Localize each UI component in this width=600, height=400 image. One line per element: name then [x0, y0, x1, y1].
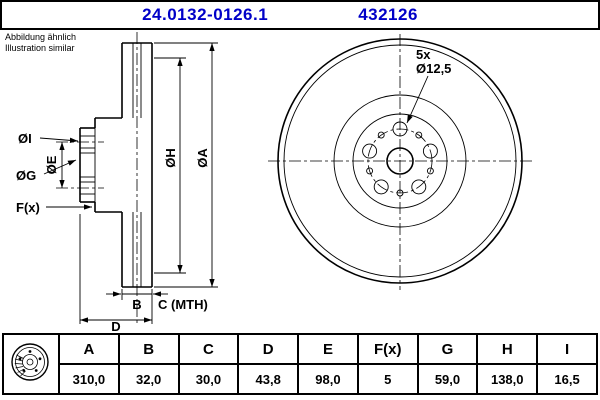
- similarity-note-de: Abbildung ähnlich: [5, 32, 77, 42]
- vent-and-hub-lines: [80, 43, 142, 287]
- col-header-h: H: [476, 333, 539, 365]
- value-a: 310,0: [58, 363, 120, 395]
- part-number: 24.0132-0126.1: [142, 5, 269, 24]
- label-dia-h: ØH: [163, 148, 178, 168]
- label-dia-e: ØE: [44, 155, 59, 174]
- value-c: 30,0: [177, 363, 240, 395]
- reference-number: 432126: [358, 5, 418, 24]
- value-d: 43,8: [237, 363, 300, 395]
- drawing-area: ØI ØG ØE F(x) ØH ØA B C (MTH) D: [0, 28, 600, 334]
- col-header-c: C: [177, 333, 240, 365]
- col-header-a: A: [58, 333, 120, 365]
- value-b: 32,0: [117, 363, 180, 395]
- label-dia-g: ØG: [16, 168, 36, 183]
- title-bar: 24.0132-0126.1 432126: [0, 0, 600, 30]
- disc-icon-cell: [2, 333, 60, 395]
- cross-section-view: [79, 42, 153, 288]
- col-header-d: D: [237, 333, 300, 365]
- value-e: 98,0: [297, 363, 359, 395]
- centerlines: [56, 32, 532, 326]
- col-header-g: G: [416, 333, 479, 365]
- similarity-note: Abbildung ähnlich Illustration similar: [5, 32, 76, 54]
- section-dimensions: ØI ØG ØE F(x) ØH ØA B C (MTH) D: [16, 42, 218, 334]
- front-view: 5x Ø12,5: [277, 38, 523, 284]
- brake-disc-drawing: ØI ØG ØE F(x) ØH ØA B C (MTH) D: [16, 32, 532, 334]
- col-header-i: I: [536, 333, 598, 365]
- value-h: 138,0: [476, 363, 539, 395]
- col-header-b: B: [117, 333, 180, 365]
- col-header-e: E: [297, 333, 359, 365]
- table-value-row: 310,0 32,0 30,0 43,8 98,0 5 59,0 138,0 1…: [3, 363, 598, 395]
- label-holes-dia: Ø12,5: [416, 61, 451, 76]
- label-dim-b: B: [132, 297, 141, 312]
- dimension-table: A B C D E F(x) G H I 310,0 32,0 30,0 43,…: [2, 333, 598, 395]
- similarity-note-en: Illustration similar: [5, 43, 75, 53]
- value-g: 59,0: [416, 363, 479, 395]
- label-dia-a: ØA: [195, 148, 210, 168]
- alignment-holes: [366, 131, 434, 197]
- bolt-holes: [362, 121, 438, 195]
- label-dim-c: C (MTH): [158, 297, 208, 312]
- label-f-x: F(x): [16, 200, 40, 215]
- value-fx: 5: [356, 363, 419, 395]
- label-dia-i: ØI: [18, 131, 32, 146]
- label-holes-count: 5x: [416, 47, 431, 62]
- table-header-row: A B C D E F(x) G H I: [2, 333, 598, 395]
- dimension-table-wrap: A B C D E F(x) G H I 310,0 32,0 30,0 43,…: [2, 333, 598, 395]
- value-i: 16,5: [536, 363, 598, 395]
- label-dim-d: D: [111, 319, 120, 332]
- col-header-fx: F(x): [356, 333, 419, 365]
- brake-disc-icon: [11, 342, 49, 381]
